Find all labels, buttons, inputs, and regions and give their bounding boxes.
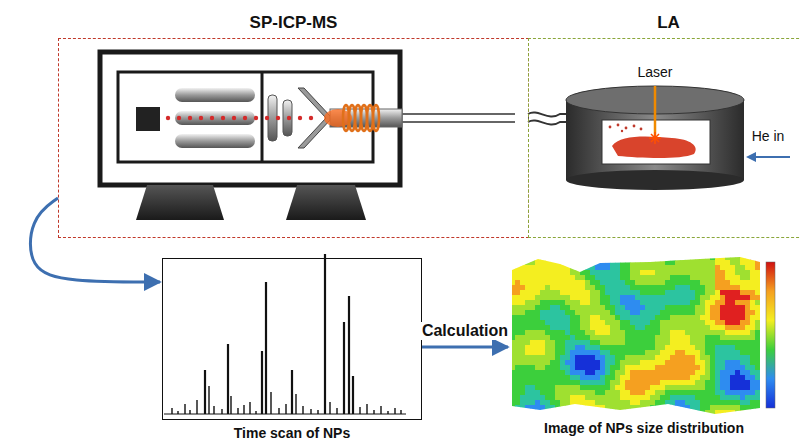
icp-ms-instrument [100,52,515,220]
ablation-spot [649,132,661,144]
time-scan-panel: Time scan of NPs [162,258,422,420]
instrument-foot [286,185,366,220]
box-heading: LA [529,13,801,33]
gas-label: He in [752,128,785,144]
gas-inlet [752,156,790,158]
transfer-tube [528,120,568,124]
cell-base [566,170,744,190]
laser-beam [654,86,657,138]
panel-caption: Image of NPs size distribution [508,420,780,436]
box-heading: SP-ICP-MS [59,13,528,33]
laser-label: Laser [637,64,672,80]
instrument-housing [100,52,400,185]
ablated-particles [609,124,643,133]
flow-arrow [30,198,160,282]
instrument-frame: SP-ICP-MS [58,38,529,238]
label-anchor: He in [752,128,785,144]
edge-label-anchor: Calculation [419,322,511,340]
ion-lens [283,100,292,136]
ion-beam [166,116,313,120]
ablation-cell [528,86,790,190]
label-anchor: Laser [637,64,672,80]
ion-lens [268,95,277,141]
transfer-tube [402,121,515,123]
chamber-wall [261,72,264,162]
vacuum-chamber [118,72,373,162]
time-scan-spikes [164,254,406,414]
color-bar [766,262,775,408]
quadrupole-rod [175,88,255,102]
transfer-tube [402,113,515,115]
panel-caption: Time scan of NPs [163,425,421,441]
gas-inlet-head [746,152,756,162]
flow-arrow [422,346,508,349]
size-distribution-map [510,255,765,420]
rf-coil [343,105,379,131]
detector [136,107,160,131]
transfer-tube [528,112,568,116]
quadrupole-rod [175,134,255,148]
quadrupole-rod [175,111,255,125]
instrument-foot [136,185,224,220]
size-image-panel: Image of NPs size distribution [508,256,780,416]
edge-label: Calculation [419,322,511,340]
